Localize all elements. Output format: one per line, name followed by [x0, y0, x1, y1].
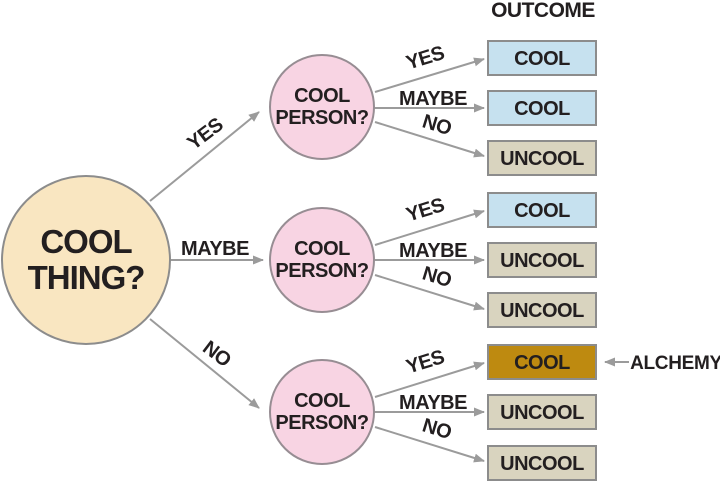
decider-node-3: COOL PERSON? — [269, 359, 375, 465]
decider-node-3-circle — [269, 359, 375, 465]
decider-node-3-label-line2: PERSON? — [275, 412, 368, 434]
outcome-box-6: UNCOOL — [487, 292, 597, 328]
outcome-box-2-rect — [487, 90, 597, 126]
decider3-branch-label-no: NO — [420, 415, 454, 445]
outcome-box-7: COOL — [487, 344, 597, 380]
root-no-arrow — [149, 318, 260, 409]
outcome-box-8: UNCOOL — [487, 394, 597, 430]
decider1-branch-label-no: NO — [420, 111, 454, 141]
decider3-branch-label-yes: YES — [404, 346, 447, 378]
outcome-box-4-rect — [487, 192, 597, 228]
outcome-box-7-rect — [487, 344, 597, 380]
root-branch-label-yes: YES — [183, 114, 227, 155]
outcome-box-5: UNCOOL — [487, 242, 597, 278]
decider-node-1-circle — [269, 54, 375, 160]
root-node-label-line1: COOL — [40, 223, 132, 260]
decider1-branch-label-yes: YES — [404, 42, 447, 74]
decider-node-2-label-line2: PERSON? — [275, 260, 368, 282]
root-yes-arrow — [149, 111, 260, 202]
decider3-yes-arrow — [374, 361, 485, 398]
outcome-box-6-rect — [487, 292, 597, 328]
outcome-box-2-label: COOL — [514, 98, 570, 120]
decider2-yes-arrow — [374, 209, 485, 246]
decider-node-3-label-line1: COOL — [294, 390, 350, 412]
root-node: COOL THING? — [1, 175, 171, 345]
outcome-box-9-rect — [487, 445, 597, 481]
outcome-box-8-label: UNCOOL — [500, 402, 584, 424]
outcome-box-9-label: UNCOOL — [500, 453, 584, 475]
outcome-box-1-label: COOL — [514, 48, 570, 70]
decider2-branch-label-no: NO — [420, 263, 454, 293]
root-branch-label-no: NO — [198, 337, 234, 372]
outcome-box-1-rect — [487, 40, 597, 76]
decider1-no-arrow — [374, 121, 485, 158]
outcome-box-8-rect — [487, 394, 597, 430]
decider-node-1: COOL PERSON? — [269, 54, 375, 160]
decider2-branch-label-yes: YES — [404, 194, 447, 226]
decider1-branch-label-maybe: MAYBE — [399, 88, 467, 110]
outcome-box-1: COOL — [487, 40, 597, 76]
decider2-no-arrow — [374, 274, 485, 311]
decider-node-2: COOL PERSON? — [269, 207, 375, 313]
decider-node-2-circle — [269, 207, 375, 313]
outcome-box-2: COOL — [487, 90, 597, 126]
outcome-box-4-label: COOL — [514, 200, 570, 222]
root-node-circle — [1, 175, 171, 345]
decider3-no-arrow — [374, 426, 485, 463]
decider2-branch-label-maybe: MAYBE — [399, 240, 467, 262]
decider-node-1-label-line2: PERSON? — [275, 107, 368, 129]
outcome-box-7-label: COOL — [514, 352, 570, 374]
outcome-box-3: UNCOOL — [487, 140, 597, 176]
outcome-box-6-label: UNCOOL — [500, 300, 584, 322]
outcome-box-9: UNCOOL — [487, 445, 597, 481]
outcome-box-3-label: UNCOOL — [500, 148, 584, 170]
outcome-box-3-rect — [487, 140, 597, 176]
decider-node-2-label-line1: COOL — [294, 238, 350, 260]
decider3-branch-label-maybe: MAYBE — [399, 392, 467, 414]
outcome-box-5-rect — [487, 242, 597, 278]
outcome-box-4: COOL — [487, 192, 597, 228]
decider1-yes-arrow — [374, 57, 485, 93]
outcome-box-5-label: UNCOOL — [500, 250, 584, 272]
alchemy-annotation-label: ALCHEMY — [630, 353, 720, 374]
alchemy-annotation: ALCHEMY — [604, 353, 720, 374]
root-node-label-line2: THING? — [28, 259, 145, 296]
root-branch-label-maybe: MAYBE — [181, 238, 249, 260]
decider-node-1-label-line1: COOL — [294, 85, 350, 107]
outcome-column-header: OUTCOME — [491, 0, 595, 22]
